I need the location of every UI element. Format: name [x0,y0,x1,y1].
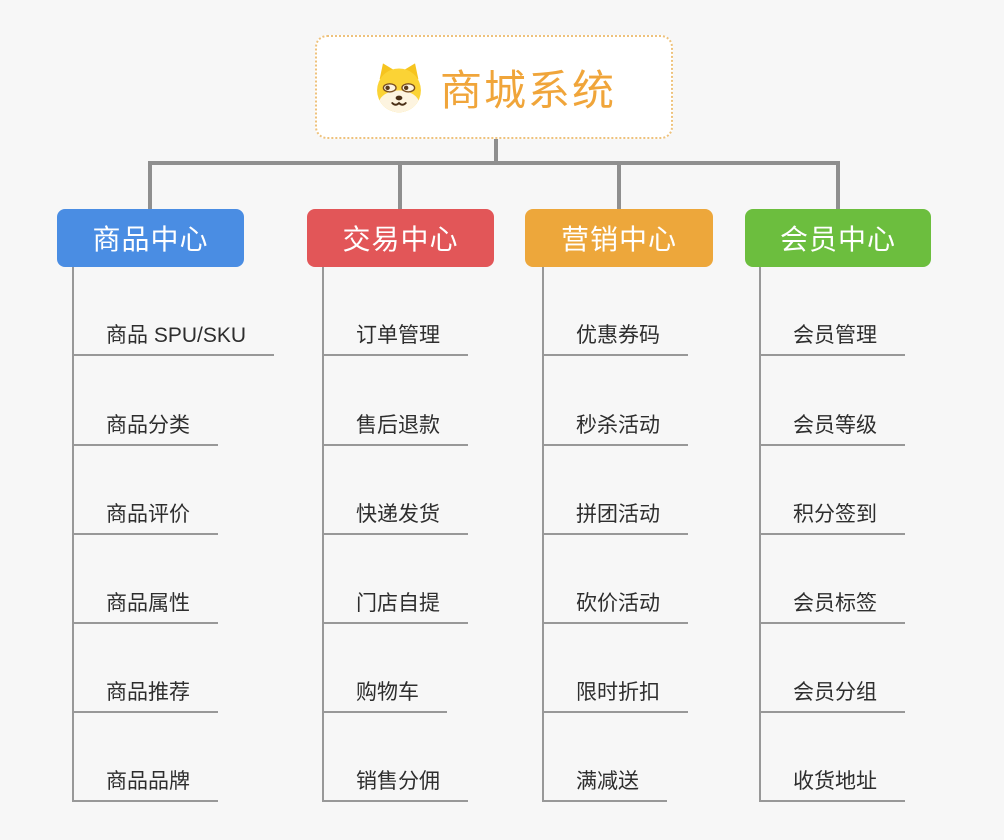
leaf-topic[interactable]: 购物车 [322,670,447,713]
branch-connector-bus [148,161,840,165]
leaf-topic[interactable]: 商品 SPU/SKU [72,313,275,356]
leaf-topic[interactable]: 会员标签 [759,581,905,624]
dog-face-icon [377,63,421,113]
leaf-topic[interactable]: 会员等级 [759,403,905,446]
leaf-topic[interactable]: 门店自提 [322,581,468,624]
leaf-topic[interactable]: 积分签到 [759,492,905,535]
leaf-topic[interactable]: 快递发货 [322,492,468,535]
leaf-topic[interactable]: 会员分组 [759,670,905,713]
branch-connector-drop [617,161,621,209]
leaf-topic[interactable]: 商品推荐 [72,670,218,713]
branch-connector-drop [836,161,840,209]
branch-node-trade-center[interactable]: 交易中心 [307,209,494,267]
leaf-topic[interactable]: 秒杀活动 [542,403,688,446]
leaf-topic[interactable]: 限时折扣 [542,670,688,713]
leaf-topic[interactable]: 优惠券码 [542,313,688,356]
leaf-topic[interactable]: 订单管理 [322,313,468,356]
branch-node-product-center[interactable]: 商品中心 [57,209,244,267]
branch-connector-drop [398,161,402,209]
leaf-topic[interactable]: 拼团活动 [542,492,688,535]
leaf-topic[interactable]: 砍价活动 [542,581,688,624]
branch-connector-drop [148,161,152,209]
leaf-topic[interactable]: 商品品牌 [72,759,218,802]
leaf-topic[interactable]: 收货地址 [759,759,905,802]
root-topic-label: 商城系统 [439,66,616,114]
leaf-topic[interactable]: 商品分类 [72,403,218,446]
leaf-topic[interactable]: 满减送 [542,759,667,802]
root-topic-node[interactable]: 商城系统 [315,35,673,139]
branch-node-marketing-center[interactable]: 营销中心 [525,209,713,267]
branch-node-member-center[interactable]: 会员中心 [745,209,931,267]
root-connector-stub [494,139,498,162]
leaf-topic[interactable]: 售后退款 [322,403,468,446]
leaf-topic[interactable]: 销售分佣 [322,759,468,802]
leaf-topic[interactable]: 商品属性 [72,581,218,624]
leaf-topic[interactable]: 会员管理 [759,313,905,356]
leaf-topic[interactable]: 商品评价 [72,492,218,535]
